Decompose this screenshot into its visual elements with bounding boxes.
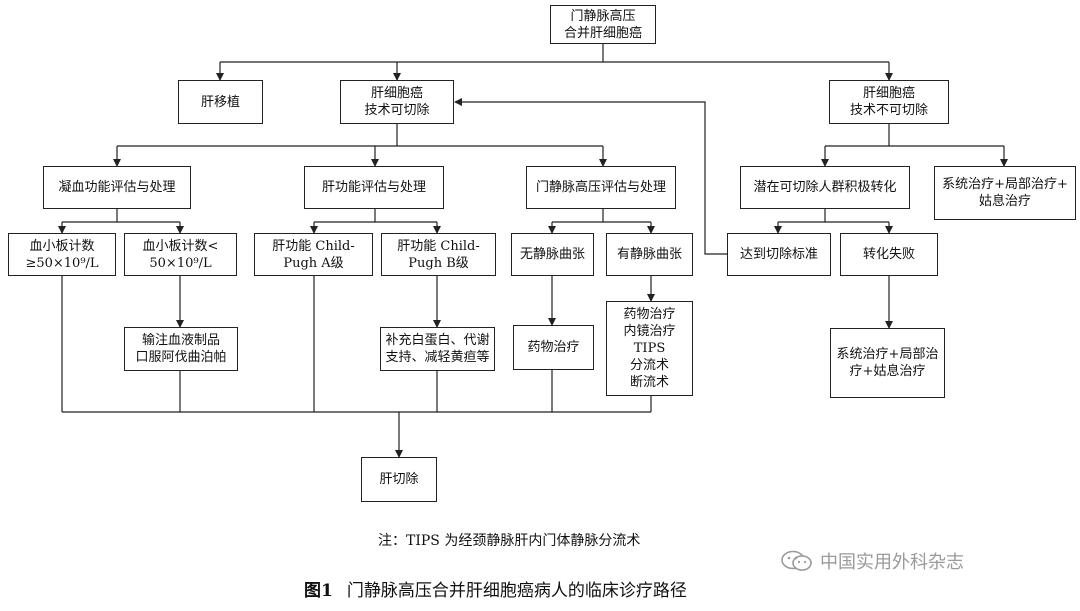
- node-plt-high: 血小板计数≥50×10⁹/L: [8, 233, 116, 276]
- node-systemic-1: 系统治疗+局部治疗+姑息治疗: [934, 166, 1076, 220]
- node-child-b: 肝功能 Child-Pugh B级: [381, 233, 496, 276]
- figure-note: 注：TIPS 为经颈静脉肝内门体静脉分流术: [378, 533, 641, 549]
- node-resection: 肝切除: [361, 457, 437, 502]
- node-portal-eval: 门静脉高压评估与处理: [526, 166, 676, 209]
- node-varices: 有静脉曲张: [606, 233, 693, 276]
- node-conv-fail: 转化失败: [840, 233, 938, 276]
- node-resectable: 肝细胞癌技术可切除: [340, 80, 454, 124]
- node-systemic-2: 系统治疗+局部治疗+姑息治疗: [830, 328, 945, 398]
- watermark: 中国实用外科杂志: [780, 548, 964, 574]
- node-root: 门静脉高压合并肝细胞癌: [550, 5, 656, 44]
- figure-title: 门静脉高压合并肝细胞癌病人的临床诊疗路径: [346, 581, 687, 601]
- node-varices-treatment: 药物治疗 内镜治疗 TIPS 分流术 断流术: [606, 301, 693, 396]
- node-transfusion: 输注血液制品口服阿伐曲泊帕: [124, 327, 238, 371]
- figure-label: 图1: [304, 581, 333, 601]
- node-liver-eval: 肝功能评估与处理: [304, 166, 444, 209]
- node-supplement: 补充白蛋白、代谢支持、减轻黄疸等: [380, 327, 495, 371]
- node-child-a: 肝功能 Child-Pugh A级: [254, 233, 373, 276]
- figure-caption: 图1 门静脉高压合并肝细胞癌病人的临床诊疗路径: [304, 576, 687, 601]
- node-coag-eval: 凝血功能评估与处理: [43, 166, 191, 209]
- watermark-text: 中国实用外科杂志: [820, 552, 964, 573]
- node-no-varices: 无静脉曲张: [511, 233, 594, 276]
- node-unresectable: 肝细胞癌技术不可切除: [829, 80, 949, 124]
- node-reach-criteria: 达到切除标准: [727, 233, 831, 276]
- wechat-icon: [781, 550, 812, 571]
- node-transplant: 肝移植: [178, 80, 263, 124]
- node-conversion: 潜在可切除人群积极转化: [740, 166, 910, 209]
- node-drug-therapy: 药物治疗: [513, 325, 594, 370]
- node-plt-low: 血小板计数<50×10⁹/L: [124, 233, 237, 276]
